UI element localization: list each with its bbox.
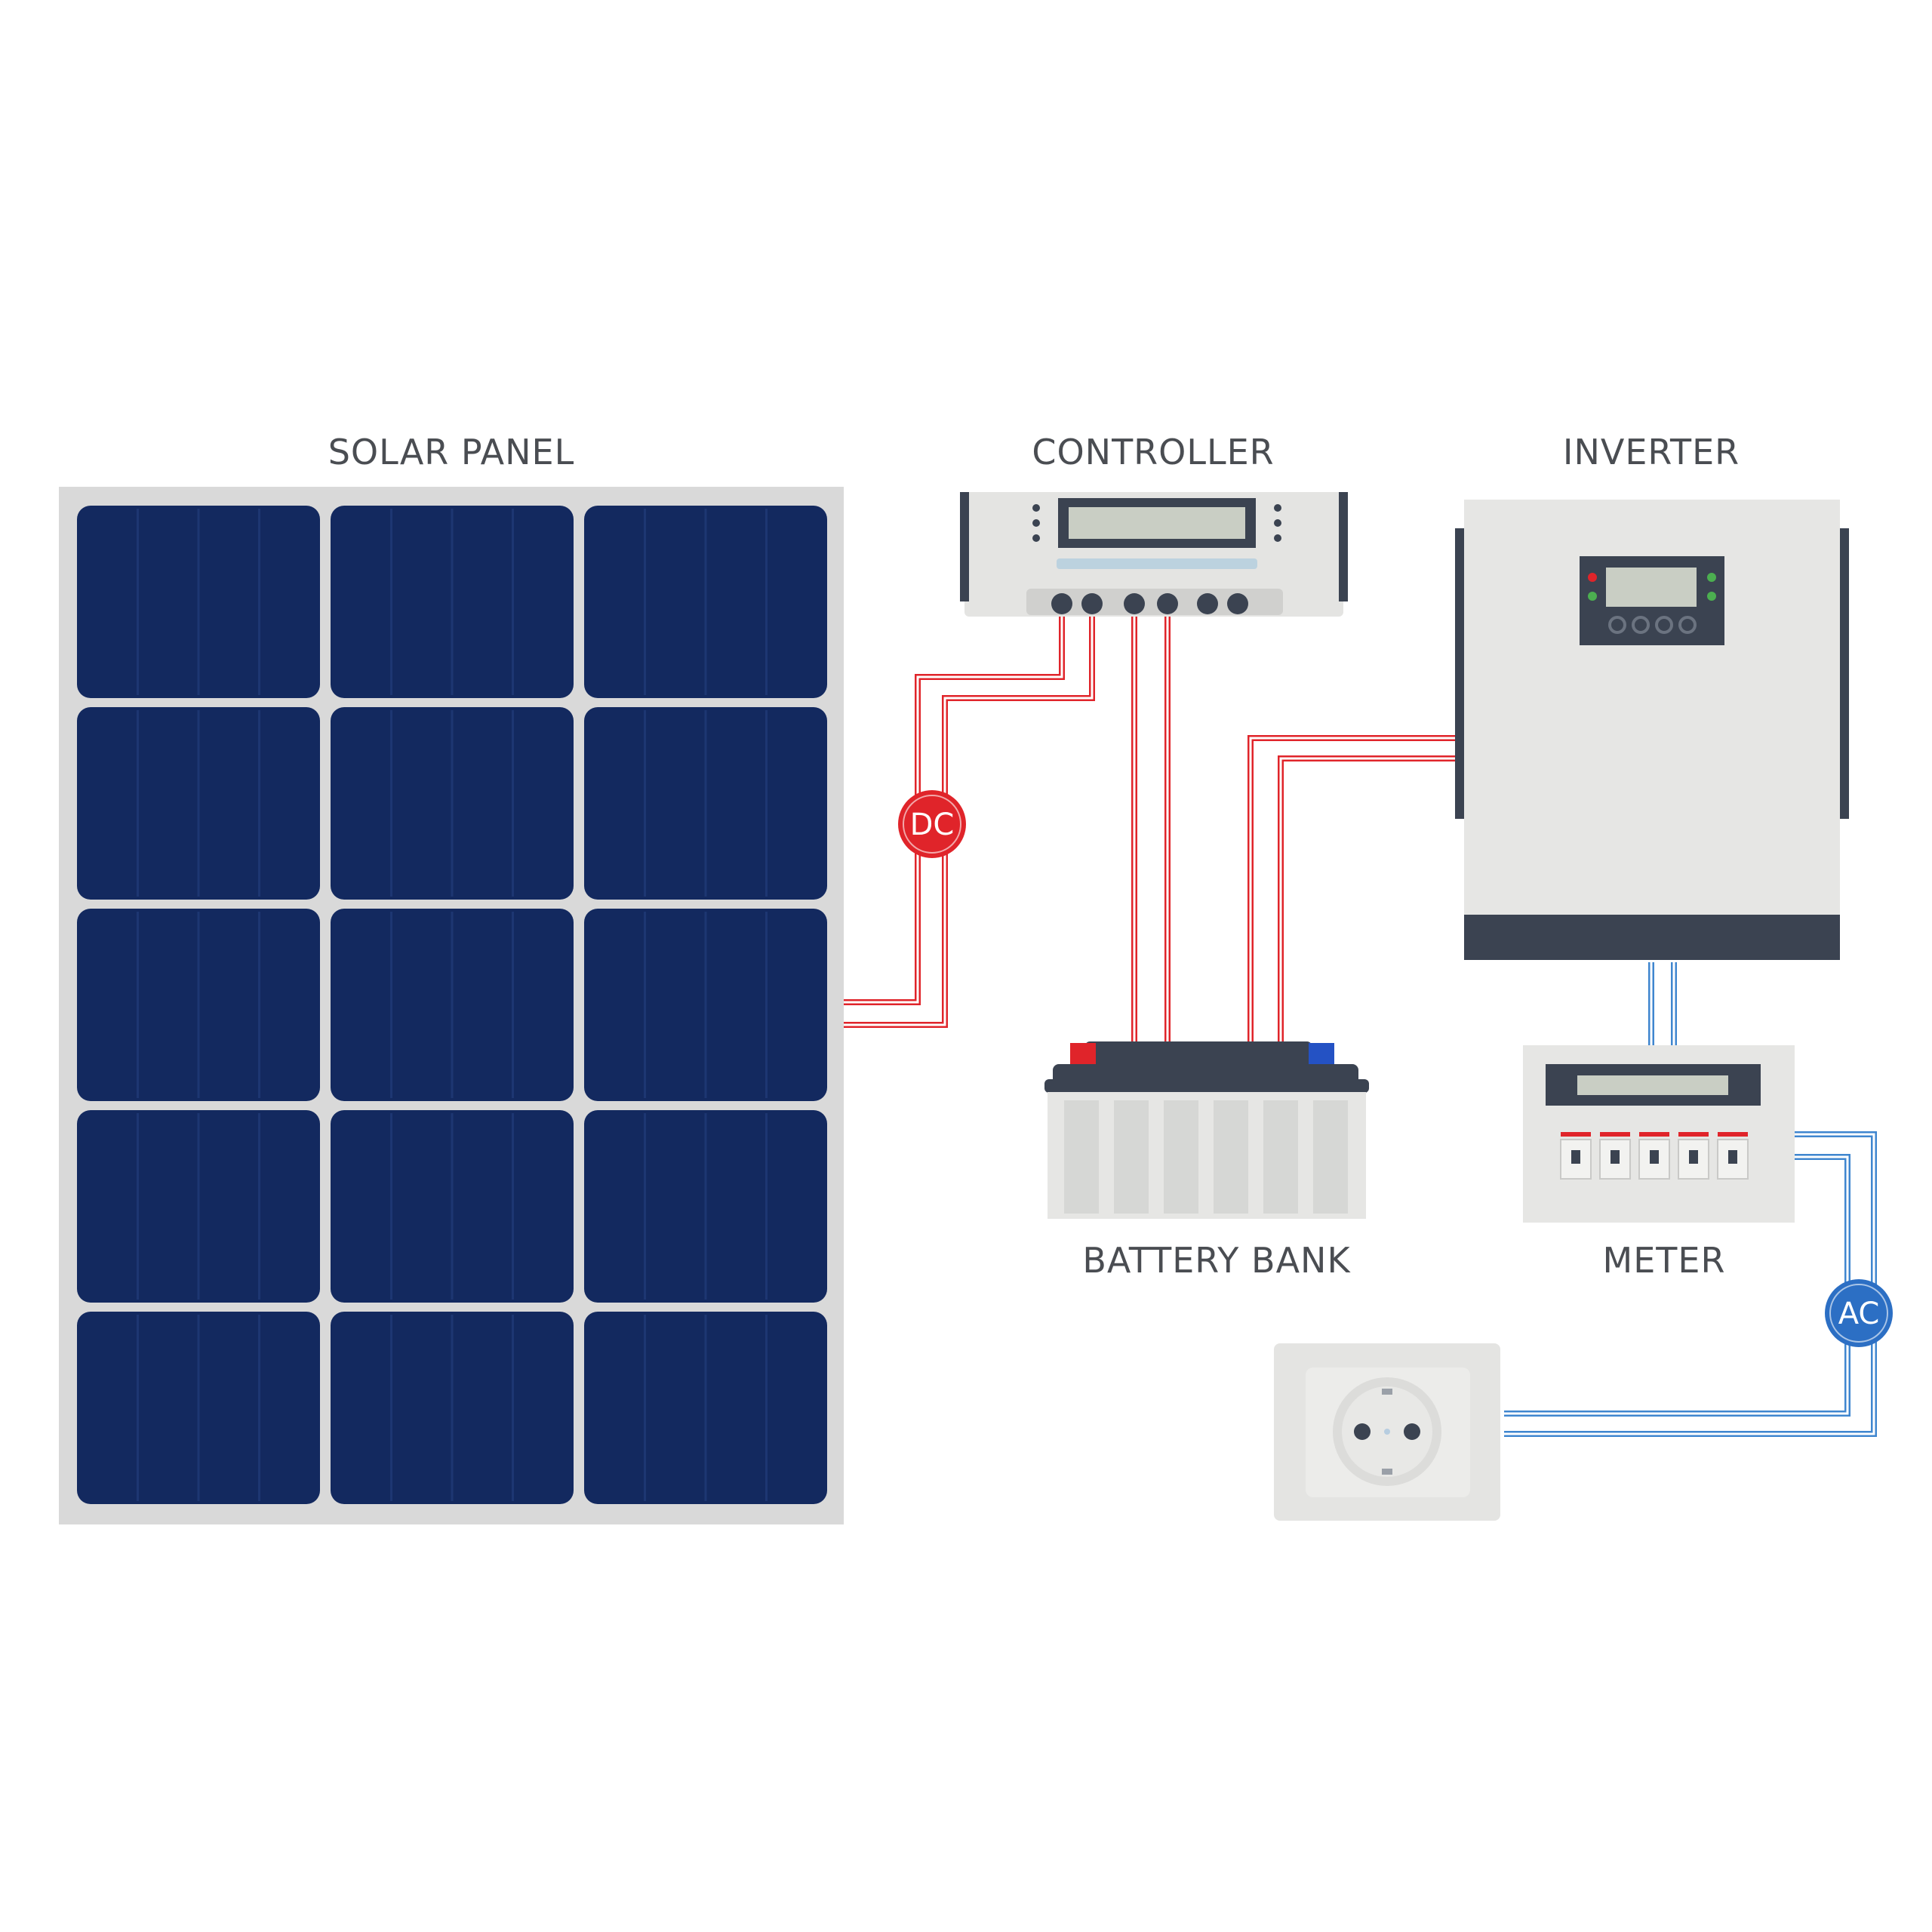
controller-terminals <box>1051 593 1248 614</box>
breaker-switch <box>1599 1139 1631 1180</box>
breaker-switch <box>1678 1139 1709 1180</box>
controller-display <box>1069 507 1245 539</box>
charge-controller-icon <box>960 492 1348 617</box>
battery-icon <box>1044 1041 1369 1219</box>
ac-badge: AC <box>1825 1279 1893 1347</box>
ac-badge-label: AC <box>1838 1297 1880 1331</box>
meter-breakers <box>1560 1132 1749 1180</box>
dc-badge-label: DC <box>910 808 955 842</box>
solar-panel <box>59 487 844 1524</box>
meter-label: METER <box>1603 1240 1726 1281</box>
meter-breaker-icon <box>1523 1045 1795 1223</box>
solar-panel-label: SOLAR PANEL <box>328 432 575 472</box>
dc-wire-battery-inverter-2 <box>1278 755 1455 1041</box>
inverter-display <box>1606 568 1697 607</box>
inverter-label: INVERTER <box>1563 432 1740 472</box>
power-socket-icon <box>1274 1343 1500 1521</box>
battery-positive-terminal <box>1070 1043 1096 1064</box>
dc-wiring-inner <box>844 615 1455 1041</box>
solar-panel-cells <box>77 506 827 1504</box>
meter-display <box>1577 1075 1728 1095</box>
battery-bank-label: BATTERY BANK <box>1082 1240 1351 1281</box>
controller-label: CONTROLLER <box>1032 432 1274 472</box>
battery-negative-terminal <box>1309 1043 1334 1064</box>
inverter-icon <box>1455 500 1849 960</box>
breaker-switch <box>1717 1139 1749 1180</box>
dc-badge: DC <box>898 790 966 858</box>
